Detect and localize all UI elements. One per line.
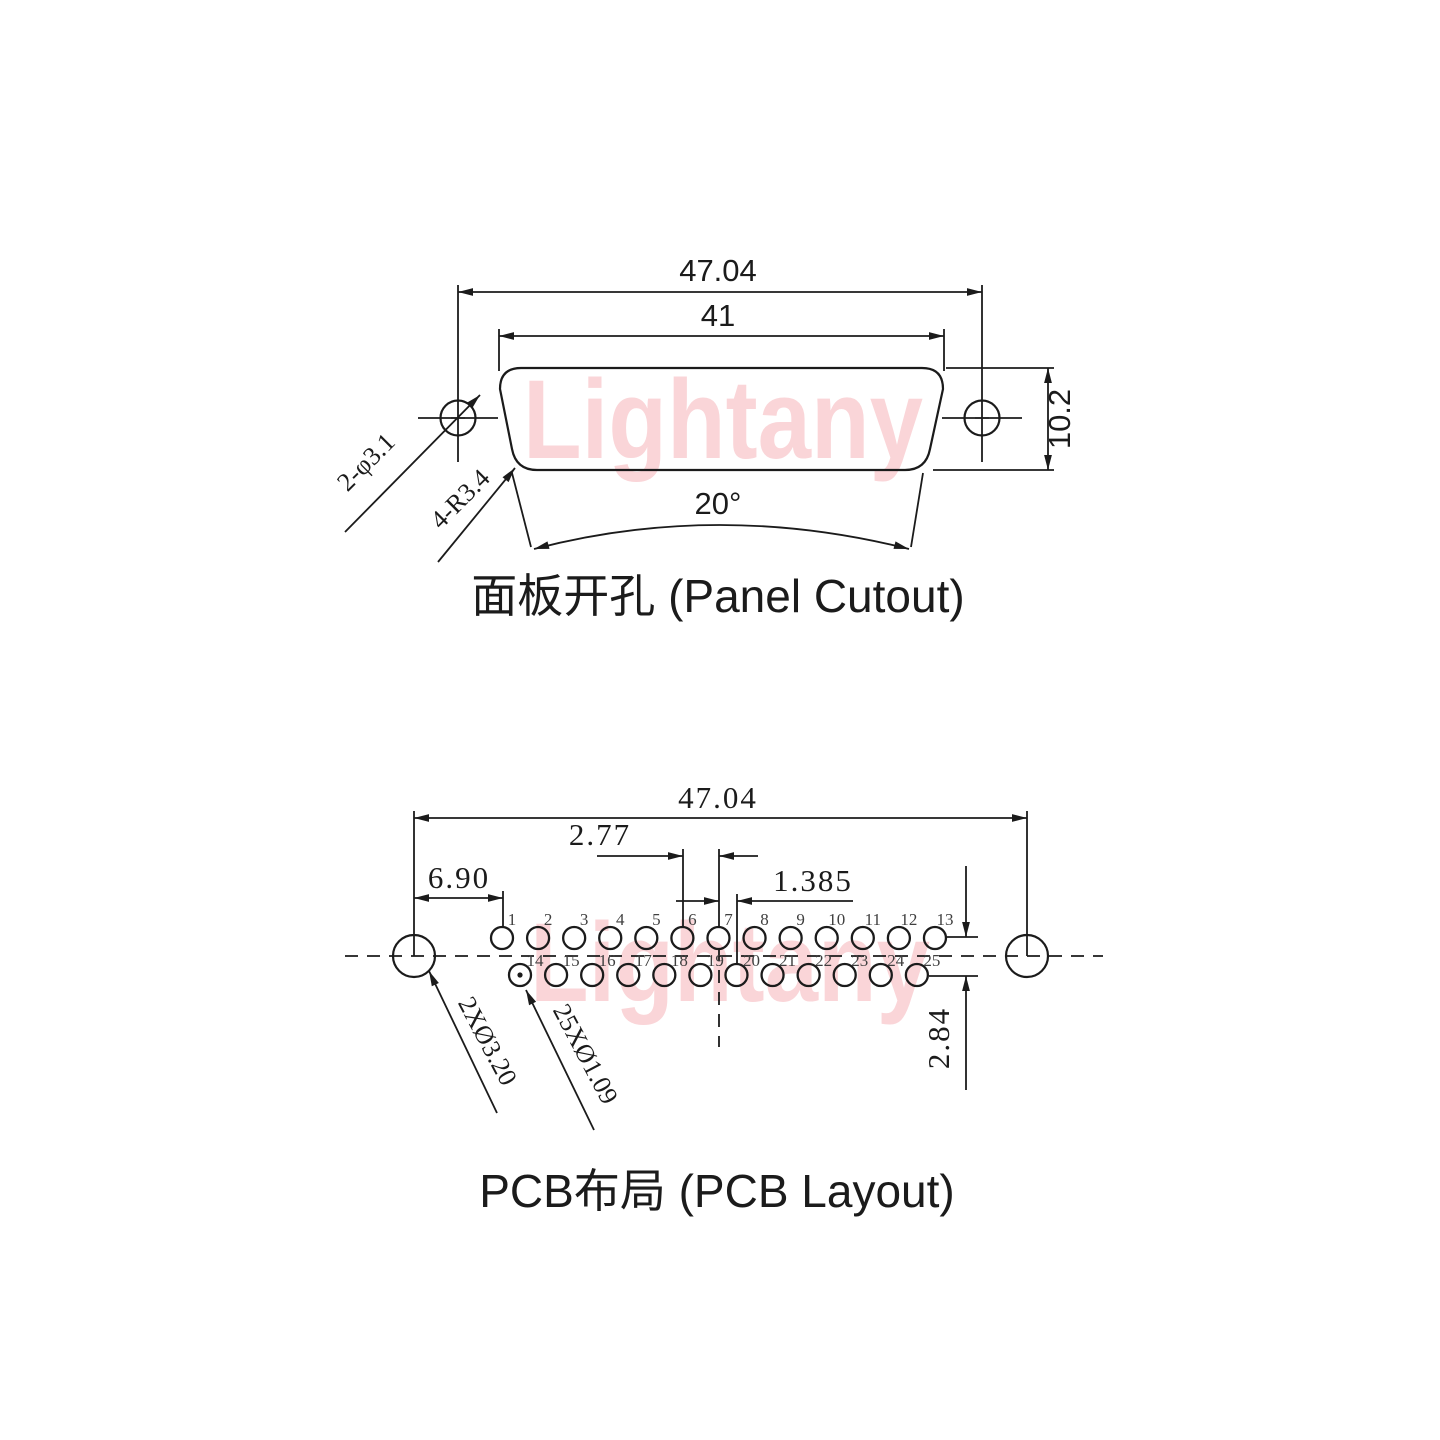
pcb-layout-title: PCB布局 (PCB Layout) bbox=[479, 1165, 954, 1217]
dimension-arrowhead bbox=[414, 894, 429, 902]
pin-label-9: 9 bbox=[796, 910, 805, 929]
pin-label-18: 18 bbox=[671, 951, 688, 970]
pin-hole-22 bbox=[796, 962, 821, 988]
pin-label-16: 16 bbox=[599, 951, 616, 970]
pin-label-6: 6 bbox=[688, 910, 697, 929]
pin-label-20: 20 bbox=[743, 951, 760, 970]
pin-label-13: 13 bbox=[936, 910, 953, 929]
dimension-arrowhead bbox=[929, 332, 944, 340]
dim-label-panel-41: 41 bbox=[701, 298, 735, 333]
pin-hole-12 bbox=[886, 925, 912, 951]
pin-hole-9 bbox=[778, 925, 803, 951]
pin-hole-17 bbox=[616, 962, 641, 988]
pin-label-7: 7 bbox=[724, 910, 733, 929]
dimension-arrowhead bbox=[737, 897, 752, 905]
dimension-arrowhead bbox=[458, 288, 473, 296]
leader-line-holes bbox=[344, 394, 481, 533]
dim-label-panel-20deg: 20° bbox=[695, 486, 742, 521]
pin-label-8: 8 bbox=[760, 910, 769, 929]
dimension-arrowhead bbox=[502, 468, 515, 483]
pin-label-10: 10 bbox=[828, 910, 845, 929]
dim-label-6-90: 6.90 bbox=[428, 860, 490, 895]
dimension-arrowhead bbox=[429, 971, 439, 987]
dimension-arrowhead bbox=[499, 332, 514, 340]
pin-14-center-dot bbox=[517, 972, 523, 978]
leader-label-4-r3-4: 4-R3.4 bbox=[424, 463, 495, 534]
dim-label-1-385: 1.385 bbox=[773, 863, 853, 898]
pin-hole-19 bbox=[688, 962, 713, 988]
watermark-panel: Lightany bbox=[523, 357, 923, 482]
pin-label-25: 25 bbox=[923, 951, 940, 970]
dimension-arrowhead bbox=[1012, 814, 1027, 822]
dimension-arrowhead bbox=[466, 395, 480, 409]
pin-label-17: 17 bbox=[635, 951, 653, 970]
pin-label-1: 1 bbox=[508, 910, 517, 929]
dim-label-2-84: 2.84 bbox=[921, 1007, 956, 1069]
angle-extension-left bbox=[511, 472, 532, 548]
pin-label-3: 3 bbox=[580, 910, 589, 929]
dim-label-panel-47-04: 47.04 bbox=[679, 253, 757, 288]
pin-label-21: 21 bbox=[779, 951, 796, 970]
pin-hole-20 bbox=[724, 962, 749, 988]
pin-hole-18 bbox=[652, 962, 677, 988]
pin-hole-10 bbox=[814, 925, 839, 951]
leader-line-mount-holes bbox=[428, 970, 498, 1114]
mount-hole-left-pcb bbox=[391, 933, 437, 979]
dimension-arrowhead bbox=[1044, 368, 1052, 383]
pin-label-14: 14 bbox=[527, 951, 545, 970]
pin-hole-21 bbox=[760, 962, 785, 988]
angle-extension-right bbox=[910, 472, 924, 548]
mount-hole-right-pcb bbox=[1004, 933, 1050, 979]
pin-hole-16 bbox=[580, 962, 605, 988]
pin-hole-25 bbox=[904, 962, 930, 988]
pin-hole-3 bbox=[562, 925, 587, 951]
pin-label-11: 11 bbox=[865, 910, 881, 929]
pin-hole-1 bbox=[489, 925, 515, 951]
dim-label-pcb-47-04: 47.04 bbox=[678, 780, 758, 815]
pin-label-5: 5 bbox=[652, 910, 661, 929]
dimension-arrowhead bbox=[414, 814, 429, 822]
pin-hole-14 bbox=[507, 962, 533, 988]
dim-label-panel-10-2: 10.2 bbox=[1042, 389, 1077, 449]
dimension-arrowhead bbox=[534, 541, 550, 549]
pin-hole-4 bbox=[598, 925, 623, 951]
pin-hole-13 bbox=[922, 925, 948, 951]
dim-label-2-77: 2.77 bbox=[569, 817, 631, 852]
panel-cutout-title: 面板开孔 (Panel Cutout) bbox=[471, 570, 964, 622]
dimension-arrowhead bbox=[719, 852, 734, 860]
angle-dimension-arc bbox=[533, 524, 910, 550]
dimension-arrowhead bbox=[962, 922, 970, 937]
pin-label-4: 4 bbox=[616, 910, 625, 929]
pin-label-23: 23 bbox=[851, 951, 868, 970]
pin-label-22: 22 bbox=[815, 951, 832, 970]
dimension-arrowhead bbox=[893, 541, 909, 549]
pin-label-19: 19 bbox=[707, 951, 724, 970]
panel-cutout-outline bbox=[498, 366, 945, 472]
dimension-arrowhead bbox=[526, 990, 537, 1006]
pin-label-12: 12 bbox=[900, 910, 917, 929]
dimension-arrowhead bbox=[668, 852, 683, 860]
leader-line-pin-holes bbox=[525, 989, 595, 1131]
dimension-arrowhead bbox=[1044, 455, 1052, 470]
pin-label-15: 15 bbox=[563, 951, 580, 970]
pin-label-2: 2 bbox=[544, 910, 553, 929]
pin-hole-5 bbox=[634, 925, 659, 951]
pin-hole-7 bbox=[706, 925, 731, 951]
dimension-arrowhead bbox=[704, 897, 719, 905]
dimension-arrowhead bbox=[967, 288, 982, 296]
leader-line-corner-radius bbox=[437, 467, 516, 563]
pin-label-24: 24 bbox=[887, 951, 905, 970]
pin-hole-23 bbox=[832, 962, 857, 988]
dimension-arrowhead bbox=[488, 894, 503, 902]
pin-hole-24 bbox=[868, 962, 893, 988]
watermark-pcb: Lightany bbox=[530, 900, 930, 1025]
pin-hole-11 bbox=[850, 925, 875, 951]
pin-hole-15 bbox=[543, 962, 569, 988]
pin-hole-2 bbox=[525, 925, 551, 951]
pin-hole-6 bbox=[670, 925, 695, 951]
dimension-arrowhead bbox=[962, 976, 970, 991]
pin-hole-8 bbox=[742, 925, 767, 951]
